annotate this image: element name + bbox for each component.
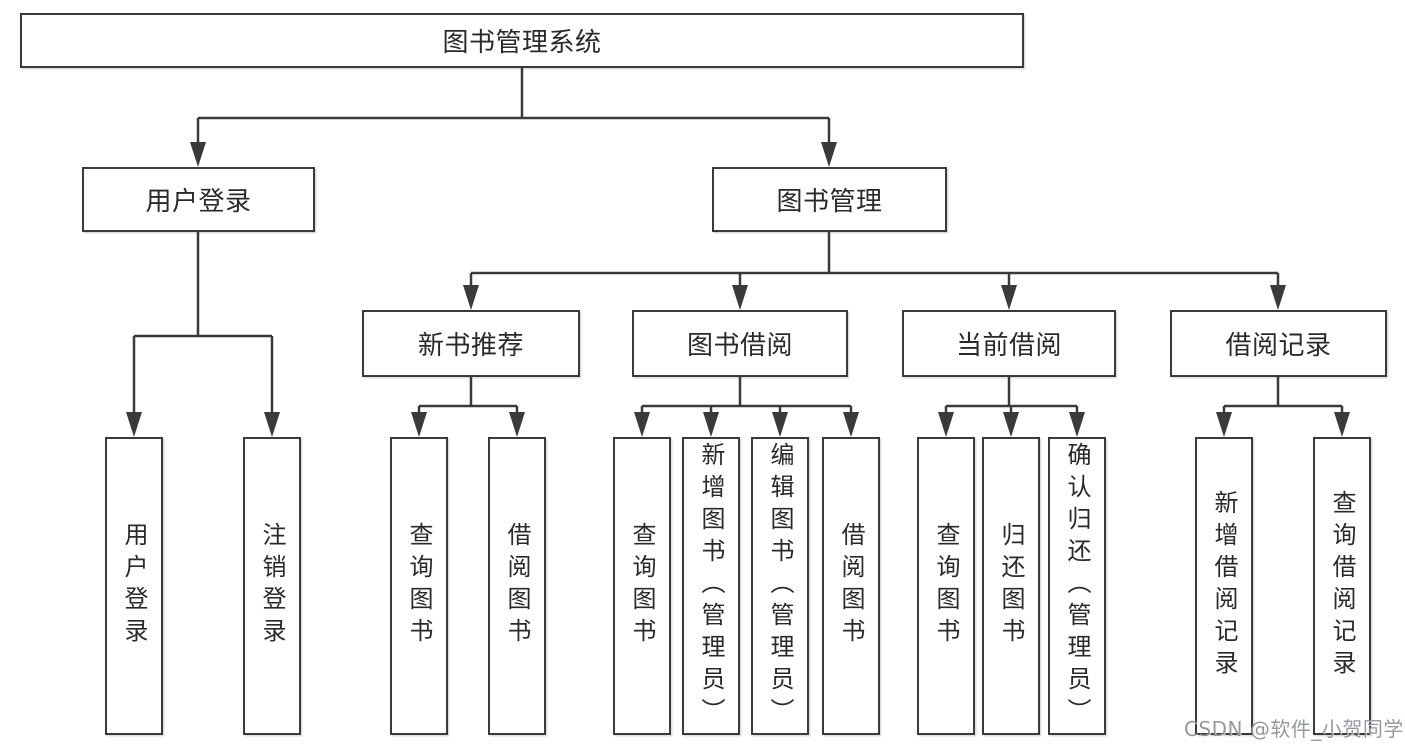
node-label: 图书管理: [776, 187, 883, 217]
node-label: 借阅图书: [503, 522, 531, 650]
node-current-borrow: 当前借阅: [902, 310, 1116, 377]
csdn-watermark: CSDN @软件_小贺同学: [1184, 717, 1404, 741]
arrow-down-icon: [264, 412, 280, 437]
node-label: 查询借阅记录: [1328, 490, 1356, 682]
arrow-down-icon: [1334, 412, 1350, 437]
node-label: 图书借阅: [686, 331, 793, 361]
arrow-down-icon: [1069, 412, 1085, 437]
arrow-down-icon: [634, 412, 650, 437]
node-label: 用户登录: [145, 187, 252, 217]
node-label: 查询图书: [932, 522, 960, 650]
leaf-return-book: 归还图书: [982, 437, 1040, 735]
arrow-down-icon: [1216, 412, 1232, 437]
arrow-down-icon: [509, 412, 525, 437]
node-label: 当前借阅: [955, 331, 1062, 361]
node-borrow-records: 借阅记录: [1170, 310, 1387, 377]
arrow-down-icon: [732, 285, 748, 310]
leaf-add-borrow-record: 新增借阅记录: [1195, 437, 1253, 735]
arrow-down-icon: [463, 285, 479, 310]
leaf-query-borrow-record: 查询借阅记录: [1313, 437, 1371, 735]
node-label: 新书推荐: [417, 331, 524, 361]
node-label: 新增借阅记录: [1210, 490, 1238, 682]
node-label: 新增图书（管理员）: [697, 442, 725, 730]
node-new-book-recommend: 新书推荐: [362, 310, 580, 377]
node-label: 注销登录: [258, 522, 286, 650]
node-label: 图书管理系统: [442, 28, 602, 58]
leaf-borrow-books-recommend: 借阅图书: [488, 437, 546, 735]
node-label: 借阅记录: [1225, 331, 1332, 361]
arrow-down-icon: [703, 412, 719, 437]
node-label: 编辑图书（管理员）: [766, 442, 794, 730]
node-label: 借阅图书: [837, 522, 865, 650]
arrow-down-icon: [190, 142, 206, 167]
node-label: 查询图书: [628, 522, 656, 650]
node-label: 确认归还（管理员）: [1063, 442, 1091, 730]
arrowheads: [126, 142, 1350, 437]
leaf-logout: 注销登录: [243, 437, 301, 735]
arrow-down-icon: [411, 412, 427, 437]
leaf-confirm-return-admin: 确认归还（管理员）: [1048, 437, 1106, 735]
leaf-query-books-current: 查询图书: [917, 437, 975, 735]
arrow-down-icon: [1003, 412, 1019, 437]
leaf-add-book-admin: 新增图书（管理员）: [682, 437, 740, 735]
arrow-down-icon: [843, 412, 859, 437]
node-book-borrow: 图书借阅: [632, 310, 848, 377]
leaf-borrow-book: 借阅图书: [822, 437, 880, 735]
arrow-down-icon: [821, 142, 837, 167]
node-user-login: 用户登录: [82, 167, 315, 232]
node-label: 用户登录: [120, 522, 148, 650]
node-library-management-system: 图书管理系统: [20, 13, 1024, 68]
arrow-down-icon: [126, 412, 142, 437]
leaf-edit-book-admin: 编辑图书（管理员）: [751, 437, 809, 735]
arrow-down-icon: [772, 412, 788, 437]
node-label: 归还图书: [997, 522, 1025, 650]
arrow-down-icon: [938, 412, 954, 437]
node-book-management: 图书管理: [712, 167, 947, 232]
leaf-query-books-borrow: 查询图书: [613, 437, 671, 735]
node-label: 查询图书: [405, 522, 433, 650]
leaf-query-books-recommend: 查询图书: [390, 437, 448, 735]
leaf-user-login: 用户登录: [105, 437, 163, 735]
arrow-down-icon: [1001, 285, 1017, 310]
arrow-down-icon: [1270, 285, 1286, 310]
